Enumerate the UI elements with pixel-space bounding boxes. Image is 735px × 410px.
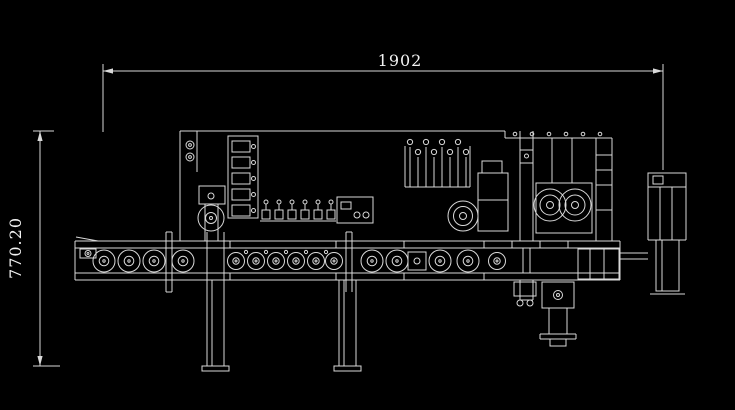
lower-rail-bracket bbox=[513, 281, 537, 307]
edge-wheel-assembly bbox=[197, 185, 226, 241]
overall-height-label: 770.20 bbox=[6, 217, 25, 279]
outfeed-plate bbox=[577, 248, 620, 280]
roller-row bbox=[92, 249, 506, 273]
dimension-overall-height: 770.20 bbox=[6, 130, 60, 367]
overall-length-label: 1902 bbox=[378, 51, 423, 70]
pressure-column bbox=[519, 131, 534, 301]
right-frame-column bbox=[595, 138, 612, 241]
milling-unit bbox=[533, 138, 593, 234]
right-support-stand bbox=[539, 281, 577, 347]
machine-leg-left bbox=[201, 232, 230, 372]
small-unit-box bbox=[336, 196, 374, 224]
fitting-row bbox=[260, 199, 336, 222]
infeed-panel bbox=[185, 131, 198, 172]
tool-rack bbox=[404, 138, 471, 188]
control-module-stack bbox=[227, 135, 259, 219]
dimension-overall-length: 1902 bbox=[102, 51, 664, 170]
machine-leg-middle bbox=[333, 280, 362, 372]
machine-upper-frame bbox=[179, 130, 613, 241]
conveyor-rails bbox=[74, 236, 621, 281]
return-unit bbox=[620, 172, 687, 295]
glue-unit bbox=[447, 160, 509, 232]
